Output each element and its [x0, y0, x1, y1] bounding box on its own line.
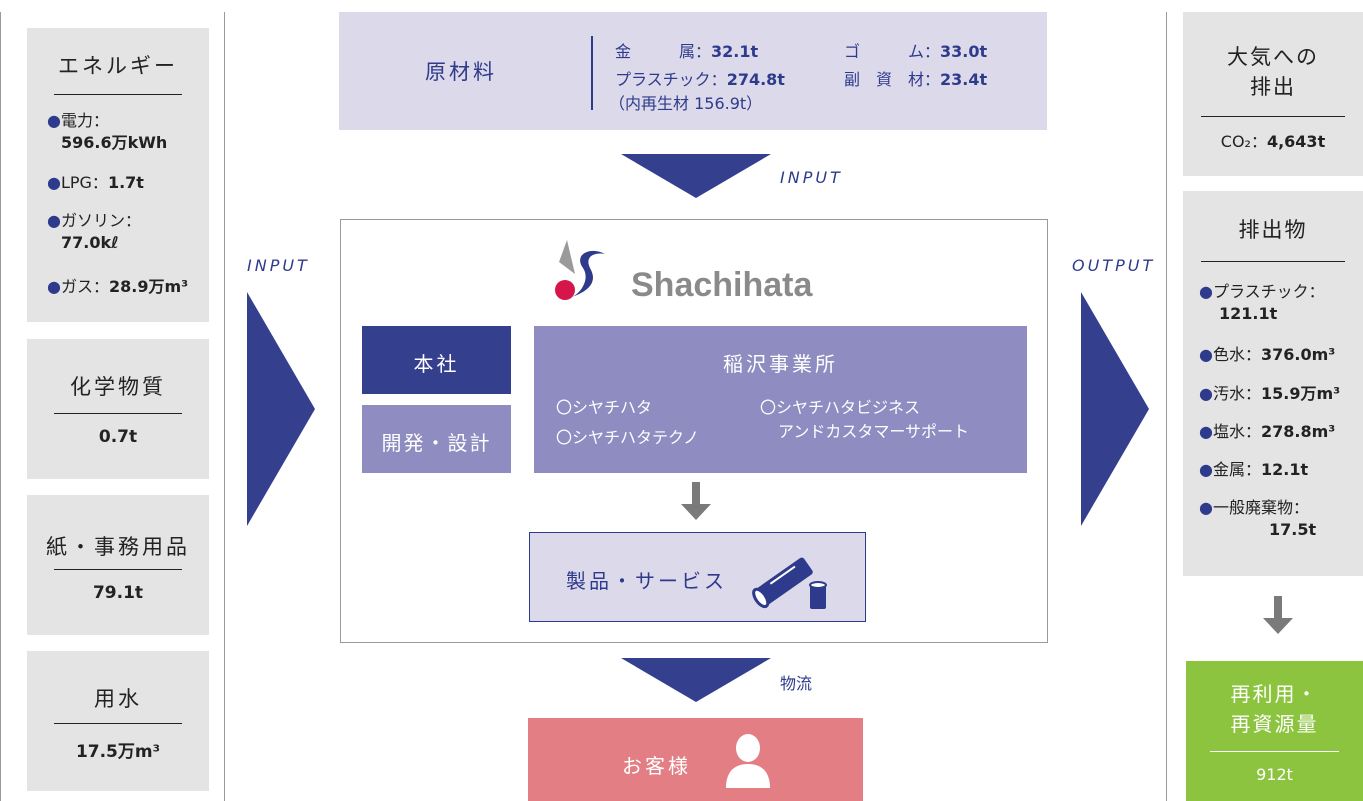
emissions-box: 排出物 ●プラスチック： 121.1t ●色水：376.0m³ ●汚水：15.9… — [1183, 191, 1363, 576]
recycle-value: 912t — [1256, 765, 1293, 784]
energy-item-electricity: ●電力： 596.6万kWh — [47, 111, 168, 152]
chemicals-box: 化学物質 0.7t — [27, 339, 209, 479]
paper-box: 紙・事務用品 79.1t — [27, 495, 209, 635]
left-divider-2 — [224, 12, 225, 801]
air-emission-title: 大気への排出 — [1227, 45, 1319, 99]
paper-value: 79.1t — [92, 583, 144, 603]
inazawa-box: 稲沢事業所 〇シヤチハタ 〇シヤチハタテクノ 〇シヤチハタビジネス アンドカスタ… — [534, 326, 1027, 473]
inazawa-item-techno: 〇シヤチハタテクノ — [556, 428, 700, 447]
recycle-title: 再利用・再資源量 — [1230, 682, 1319, 736]
logo-text: Shachihata — [631, 266, 813, 304]
emissions-title: 排出物 — [1238, 218, 1308, 242]
output-right-label: OUTPUT — [1072, 256, 1156, 275]
inazawa-item-business: 〇シヤチハタビジネス — [760, 398, 921, 417]
water-title: 用水 — [94, 687, 142, 711]
emission-item-metal: ●金属：12.1t — [1199, 460, 1309, 479]
water-box: 用水 17.5万m³ — [27, 651, 209, 791]
hq-label: 本社 — [413, 352, 460, 376]
input-top-arrow — [621, 154, 771, 198]
logistics-arrow — [621, 658, 771, 702]
materials-metal: 金 属：32.1t — [615, 42, 759, 61]
recycle-box: 再利用・再資源量 912t — [1186, 661, 1363, 801]
output-right-arrow — [1081, 292, 1149, 526]
emission-item-colored-water: ●色水：376.0m³ — [1199, 345, 1336, 364]
dev-box: 開発・設計 — [362, 405, 511, 473]
input-top-label: INPUT — [780, 168, 843, 187]
materials-plastic: プラスチック：274.8t — [615, 70, 785, 89]
air-emission-rule — [1201, 116, 1345, 117]
process-down-arrow — [681, 482, 711, 524]
materials-recycled-note: （内再生材 156.9t） — [609, 94, 763, 113]
right-divider — [1166, 12, 1167, 801]
energy-item-lpg: ●LPG：1.7t — [47, 173, 144, 192]
air-emission-box: 大気への排出 CO₂：4,643t — [1183, 12, 1363, 176]
water-value: 17.5万m³ — [75, 742, 161, 762]
materials-box: 原材料 金 属：32.1t ゴ ム：33.0t プラスチック：274.8t 副 … — [339, 12, 1047, 130]
materials-sub: 副 資 材：23.4t — [844, 70, 988, 89]
customer-box: お客様 — [528, 718, 863, 801]
materials-rubber: ゴ ム：33.0t — [844, 42, 988, 61]
chemicals-value: 0.7t — [98, 427, 138, 447]
emission-item-salt-water: ●塩水：278.8m³ — [1199, 422, 1336, 441]
paper-title: 紙・事務用品 — [46, 535, 190, 559]
recycle-rule — [1210, 751, 1339, 752]
left-divider — [0, 12, 1, 801]
input-left-label: INPUT — [247, 256, 310, 275]
logistics-label: 物流 — [780, 674, 813, 693]
energy-rule — [54, 94, 182, 95]
person-icon — [724, 730, 772, 790]
chemicals-title: 化学物質 — [70, 375, 166, 399]
customer-label: お客様 — [622, 754, 691, 778]
logo-mark — [553, 240, 609, 302]
energy-item-gasoline: ●ガソリン： 77.0kℓ — [47, 211, 141, 252]
materials-title: 原材料 — [425, 60, 497, 84]
emission-item-plastic: ●プラスチック： 121.1t — [1199, 282, 1325, 323]
water-rule — [54, 723, 182, 724]
paper-rule — [54, 569, 182, 570]
emission-item-wastewater: ●汚水：15.9万m³ — [1199, 384, 1341, 403]
recycle-down-arrow — [1263, 596, 1293, 638]
energy-item-gas: ●ガス：28.9万m³ — [47, 277, 189, 296]
energy-title: エネルギー — [58, 54, 178, 78]
stamp-icon — [752, 543, 834, 613]
emission-item-general-waste: ●一般廃棄物： 17.5t — [1199, 498, 1317, 539]
company-frame: Shachihata 本社 開発・設計 稲沢事業所 〇シヤチハタ 〇シヤチハタテ… — [340, 219, 1048, 643]
hq-box: 本社 — [362, 326, 511, 394]
input-left-arrow — [247, 292, 315, 526]
dev-label: 開発・設計 — [381, 431, 492, 455]
product-label: 製品・サービス — [566, 569, 727, 593]
emissions-rule — [1201, 261, 1345, 262]
inazawa-title: 稲沢事業所 — [723, 352, 838, 376]
product-box: 製品・サービス — [529, 532, 866, 622]
chemicals-rule — [54, 413, 182, 414]
air-emission-value: CO₂：4,643t — [1220, 132, 1326, 151]
energy-box: エネルギー ●電力： 596.6万kWh ●LPG：1.7t ●ガソリン： 77… — [27, 28, 209, 322]
inazawa-item-business-2: アンドカスタマーサポート — [778, 422, 970, 441]
materials-divider — [591, 36, 593, 110]
inazawa-item-shachihata: 〇シヤチハタ — [556, 398, 653, 417]
